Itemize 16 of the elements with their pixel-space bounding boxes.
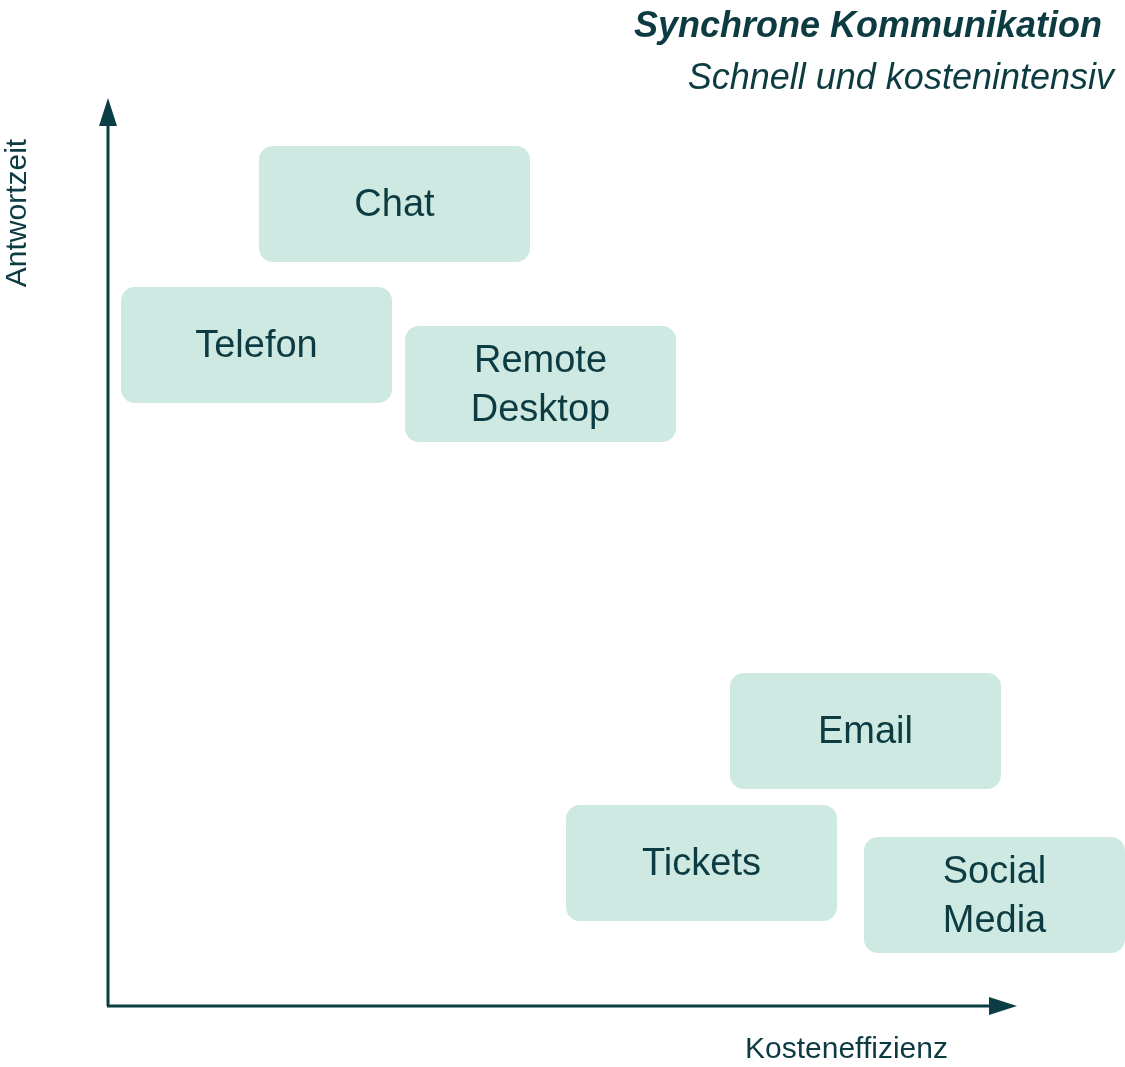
- title: Synchrone Kommunikation: [633, 4, 1102, 46]
- category-box: [405, 326, 676, 442]
- subtitle: Schnell und kostenintensiv: [687, 56, 1114, 98]
- axis-label: Antwortzeit: [0, 138, 34, 288]
- category-box: [864, 837, 1125, 953]
- category-box: [121, 287, 392, 403]
- category-label: Email: [818, 708, 913, 754]
- category-label: Remote Desktop: [469, 336, 612, 431]
- category-box: [566, 805, 837, 921]
- category-box: [730, 673, 1001, 789]
- category-label: Chat: [354, 181, 435, 227]
- category-label: Telefon: [195, 322, 318, 368]
- category-box: [259, 146, 530, 262]
- axis-label: Kosteneffizienz: [745, 1031, 948, 1065]
- category-label: Social Media: [941, 847, 1048, 942]
- category-label: Tickets: [642, 840, 761, 886]
